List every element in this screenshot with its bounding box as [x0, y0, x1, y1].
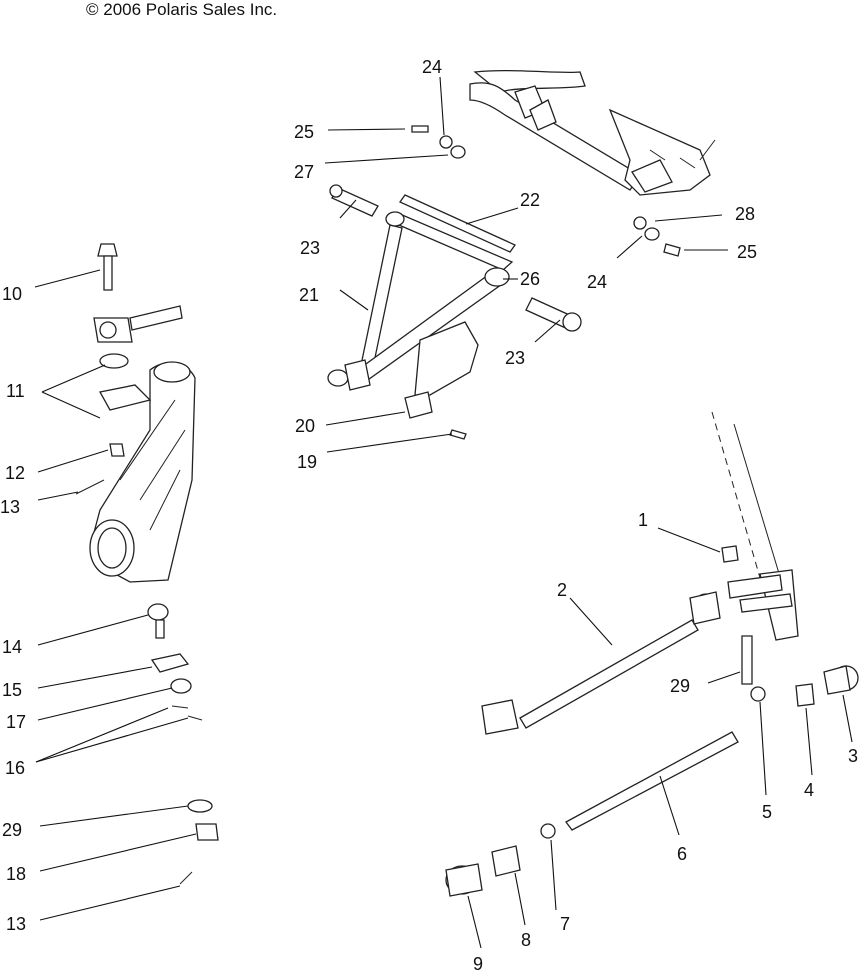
knuckle-hardware: [75, 243, 183, 495]
callout-20: 20: [295, 416, 315, 436]
callout-3: 3: [848, 746, 858, 766]
callout-4: 4: [804, 780, 814, 800]
callout-5: 5: [762, 802, 772, 822]
small-hardware-upper: [411, 125, 681, 440]
copyright-notice: © 2006 Polaris Sales Inc.: [86, 0, 278, 19]
callout-27-top: 27: [294, 162, 314, 182]
callout-1: 1: [638, 510, 648, 530]
leader-lines: [34, 76, 853, 949]
callout-27-right: 28: [735, 204, 755, 224]
callout-22: 22: [520, 190, 540, 210]
callout-11: 11: [6, 381, 25, 401]
callout-26: 26: [520, 269, 540, 289]
callout-21: 21: [299, 285, 319, 305]
callout-12: 12: [5, 463, 25, 483]
callout-18: 18: [6, 864, 26, 884]
callout-7: 7: [560, 914, 570, 934]
tie-rod-assembly: [445, 591, 859, 897]
callout-labels: 24 25 27 22 28 23 25 26 24 21 23 20 19 1…: [0, 57, 858, 972]
pivot-tubes: [329, 184, 582, 332]
callout-13-lower: 13: [6, 914, 26, 934]
callout-23-left: 23: [300, 238, 320, 258]
callout-10: 10: [2, 284, 22, 304]
callout-13-upper: 13: [0, 497, 20, 517]
callout-25-top: 25: [294, 122, 314, 142]
callout-19: 19: [297, 452, 317, 472]
callout-29: 29: [2, 820, 22, 840]
callout-17: 17: [6, 712, 26, 732]
steering-post: [711, 411, 799, 685]
callout-25-right: 25: [737, 242, 757, 262]
a-arm-assembly: [327, 194, 516, 419]
callout-14: 14: [2, 637, 22, 657]
callout-15: 15: [2, 680, 22, 700]
callout-23-right: 23: [505, 348, 525, 368]
callout-28: 29: [670, 676, 690, 696]
callout-9: 9: [473, 954, 483, 972]
frame-crossmember: [469, 69, 716, 196]
callout-16: 16: [5, 758, 25, 778]
callout-6: 6: [677, 844, 687, 864]
steering-knuckle: [89, 361, 196, 583]
callout-24-top: 24: [422, 57, 442, 77]
callout-24-right: 24: [587, 272, 607, 292]
ball-joint-stack: [147, 603, 219, 885]
callout-2: 2: [557, 580, 567, 600]
callout-8: 8: [521, 930, 531, 950]
